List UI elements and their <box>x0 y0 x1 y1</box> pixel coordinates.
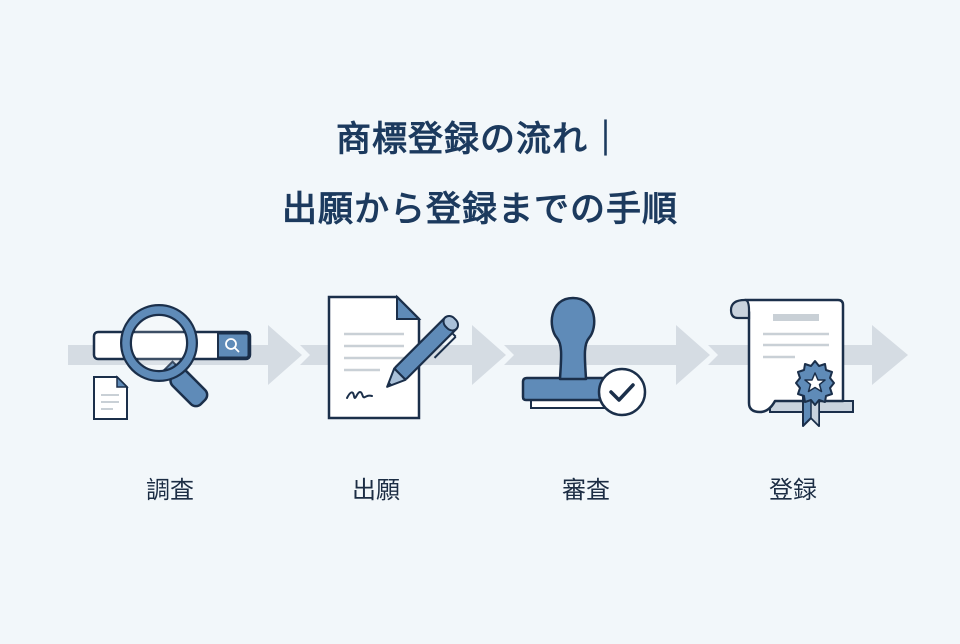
flow-arrow-3 <box>504 325 710 385</box>
step-label-examination: 審査 <box>562 476 610 504</box>
document-pen-icon <box>327 294 459 420</box>
step-label-research: 調査 <box>146 476 194 504</box>
certificate-ribbon-icon <box>729 298 854 427</box>
page-title-line-2: 出願から登録までの手順 <box>281 190 678 230</box>
step-label-application: 出願 <box>352 476 400 504</box>
stamp-check-icon <box>521 296 647 417</box>
page-title-line-1: 商標登録の流れ｜ <box>335 120 624 160</box>
search-magnifier-icon <box>92 304 252 420</box>
step-label-registration: 登録 <box>769 476 817 504</box>
